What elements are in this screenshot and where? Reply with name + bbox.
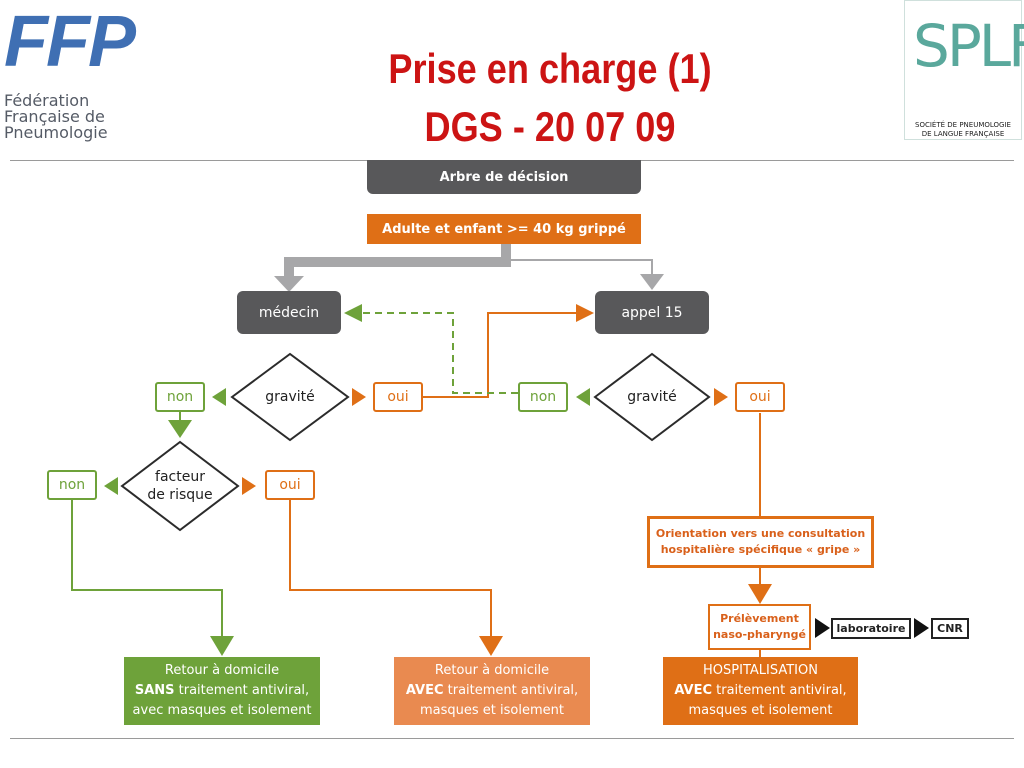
marker-non-left — [212, 388, 226, 406]
result-orange-light-rest: traitement antiviral, — [443, 683, 579, 698]
result-orange-light-box: Retour à domicile AVEC traitement antivi… — [394, 657, 590, 725]
arrowhead-laboratoire — [815, 618, 830, 638]
arrowhead-prelevement — [748, 584, 772, 604]
result-orange-dark-box: HOSPITALISATION AVEC traitement antivira… — [663, 657, 858, 725]
diamond-gravite-right — [593, 352, 711, 442]
connector-oui-to-appel15 — [423, 312, 578, 398]
arrowhead-appel15-oui — [576, 304, 594, 322]
diamond-gravite-left — [230, 352, 350, 442]
gravite-left-label: gravité — [265, 389, 315, 405]
ffp-logo-line3: Pneumologie — [4, 123, 108, 142]
result-green-rest: traitement antiviral, — [174, 683, 310, 698]
arrowhead-result-orange — [479, 636, 503, 656]
result-orange-dark-bold: AVEC — [674, 683, 712, 698]
marker-oui-facteur — [242, 477, 256, 495]
result-orange-dark-line1: HOSPITALISATION — [703, 663, 818, 678]
diamond-facteur — [120, 440, 240, 532]
non-right-box: non — [518, 382, 568, 412]
splf-logo-mark: SPLF — [913, 12, 1024, 80]
start-box: Adulte et enfant >= 40 kg grippé — [367, 214, 641, 244]
cnr-box: CNR — [931, 618, 969, 639]
page-title: Prise en charge (1) DGS - 20 07 09 — [292, 40, 808, 156]
prelevement-line1: Prélèvement — [720, 612, 799, 625]
orientation-line1: Orientation vers une consultation — [655, 527, 866, 540]
connector-start-to-appel15 — [506, 259, 653, 278]
prelevement-box: Prélèvement naso-pharyngé — [708, 604, 811, 650]
ffp-logo: FFP Fédération Française de Pneumologie — [4, 2, 136, 142]
orientation-box: Orientation vers une consultation hospit… — [647, 516, 874, 568]
connector-oui-to-result-orange — [289, 500, 492, 640]
result-green-line3: avec masques et isolement — [132, 703, 312, 718]
footer-divider — [10, 738, 1014, 739]
oui-right-box: oui — [735, 382, 785, 412]
result-orange-dark-line3: masques et isolement — [688, 703, 833, 718]
ffp-logo-mark: FFP — [4, 2, 136, 82]
arrowhead-result-green — [210, 636, 234, 656]
gravite-right-label: gravité — [627, 389, 677, 405]
connector-non-to-medecin — [362, 312, 518, 394]
oui-left-box: oui — [373, 382, 423, 412]
arrowhead-cnr — [914, 618, 929, 638]
appel15-box: appel 15 — [595, 291, 709, 334]
ffp-logo-line2: Française de — [4, 107, 105, 126]
splf-logo-line1: SOCIÉTÉ DE PNEUMOLOGIE — [915, 121, 1011, 129]
arrowhead-to-facteur — [168, 420, 192, 438]
oui-facteur-box: oui — [265, 470, 315, 500]
ffp-logo-line1: Fédération — [4, 91, 90, 110]
result-orange-light-line2: AVEC traitement antiviral, — [406, 681, 578, 701]
non-facteur-box: non — [47, 470, 97, 500]
facteur-label-line1: facteur — [155, 469, 205, 485]
result-orange-light-bold: AVEC — [405, 683, 444, 698]
result-green-line2: SANS traitement antiviral, — [135, 681, 309, 701]
marker-non-right — [576, 388, 590, 406]
result-orange-light-line1: Retour à domicile — [434, 663, 550, 678]
medecin-box: médecin — [237, 291, 341, 334]
facteur-label-line2: de risque — [147, 487, 213, 503]
result-orange-dark-line2: AVEC traitement antiviral, — [674, 681, 846, 701]
marker-oui-right — [714, 388, 728, 406]
decision-tree-banner: Arbre de décision — [367, 160, 641, 194]
result-orange-light-line3: masques et isolement — [420, 703, 564, 718]
splf-logo: SPLF SOCIÉTÉ DE PNEUMOLOGIE DE LANGUE FR… — [904, 0, 1024, 140]
connector-non-to-result-green — [71, 500, 223, 640]
splf-logo-line2: DE LANGUE FRANÇAISE — [921, 130, 1005, 138]
marker-oui-left — [352, 388, 366, 406]
marker-non-facteur — [104, 477, 118, 495]
non-left-box: non — [155, 382, 205, 412]
arrowhead-medecin-non — [344, 304, 362, 322]
arrowhead-appel15 — [640, 274, 664, 290]
result-green-bold: SANS — [134, 683, 175, 698]
arrowhead-medecin — [274, 276, 304, 292]
result-green-box: Retour à domicile SANS traitement antivi… — [124, 657, 320, 725]
connector-start-to-medecin — [284, 242, 511, 280]
result-green-line1: Retour à domicile — [164, 663, 280, 678]
prelevement-line2: naso-pharyngé — [713, 628, 806, 641]
laboratoire-box: laboratoire — [831, 618, 911, 639]
title-line1: Prise en charge (1) — [388, 45, 712, 92]
title-line2: DGS - 20 07 09 — [424, 103, 676, 150]
orientation-line2: hospitalière spécifique « gripe » — [660, 543, 861, 556]
result-orange-dark-rest: traitement antiviral, — [712, 683, 847, 698]
